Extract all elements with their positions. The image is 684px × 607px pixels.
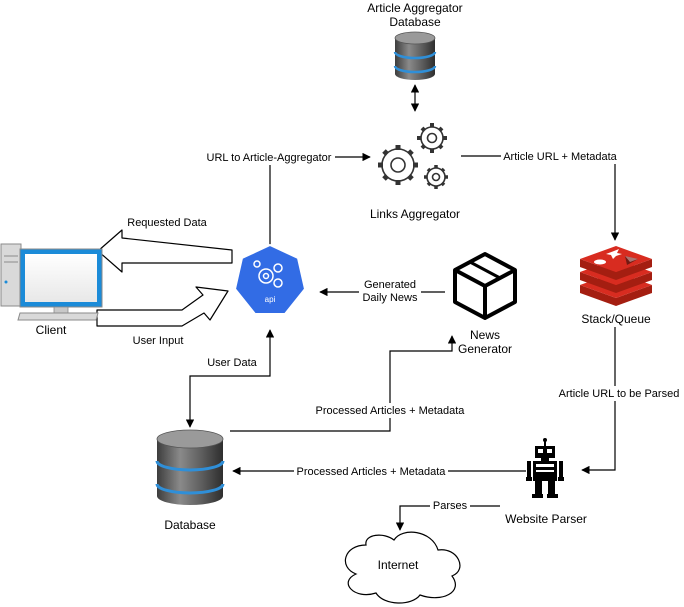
edge-label-generated-1: Generated bbox=[364, 279, 416, 291]
links-aggregator[interactable]: Links Aggregator bbox=[370, 123, 460, 221]
stack-queue-label: Stack/Queue bbox=[581, 312, 651, 326]
database-icon bbox=[393, 31, 437, 80]
client[interactable]: Client bbox=[0, 243, 103, 337]
article-db-label-2: Database bbox=[389, 15, 441, 29]
news-generator[interactable]: News Generator bbox=[453, 252, 517, 356]
website-parser[interactable]: Website Parser bbox=[505, 438, 587, 526]
edge-user-data bbox=[185, 329, 275, 428]
gears-icon bbox=[378, 123, 448, 189]
edge-processed-to-generator bbox=[230, 335, 457, 432]
client-label: Client bbox=[36, 323, 67, 337]
edge-label-generated-2: Daily News bbox=[362, 292, 418, 304]
database[interactable]: Database bbox=[155, 429, 225, 532]
requested-data-arrow bbox=[97, 229, 233, 273]
edge-label-url-to-aggregator: URL to Article-Aggregator bbox=[207, 152, 332, 164]
edge-label-user-input: User Input bbox=[133, 335, 184, 347]
database-label: Database bbox=[164, 518, 216, 532]
website-parser-label: Website Parser bbox=[505, 512, 587, 526]
edge-label-processed-to-db: Processed Articles + Metadata bbox=[297, 466, 447, 478]
edge-label-parses: Parses bbox=[433, 500, 468, 512]
article-aggregator-database[interactable]: Article Aggregator Database bbox=[367, 1, 463, 80]
news-generator-label-1: News bbox=[470, 328, 500, 342]
edges: URL to Article-Aggregator Article URL + … bbox=[96, 84, 681, 531]
news-generator-label-2: Generator bbox=[458, 342, 512, 356]
user-input-arrow bbox=[96, 286, 229, 327]
redis-icon bbox=[580, 246, 652, 306]
edge-url-to-aggregator bbox=[269, 152, 371, 245]
edge-label-processed-to-generator: Processed Articles + Metadata bbox=[316, 405, 466, 417]
internet[interactable]: Internet bbox=[344, 531, 461, 604]
edge-url-to-parse bbox=[581, 327, 616, 475]
links-aggregator-label: Links Aggregator bbox=[370, 207, 460, 221]
stack-queue[interactable]: Stack/Queue bbox=[580, 246, 652, 326]
edge-label-requested-data: Requested Data bbox=[127, 217, 207, 229]
api-label: api bbox=[265, 295, 276, 304]
package-box-icon bbox=[453, 252, 517, 320]
desktop-computer-icon bbox=[0, 243, 103, 321]
cloud-icon bbox=[344, 531, 461, 604]
edge-label-url-to-parse: Article URL to be Parsed bbox=[559, 388, 680, 400]
api-icon: api bbox=[234, 244, 306, 315]
database-icon bbox=[155, 429, 225, 505]
article-db-label-1: Article Aggregator bbox=[367, 1, 462, 15]
api-server[interactable]: api bbox=[234, 244, 306, 315]
internet-label: Internet bbox=[378, 558, 419, 572]
edge-label-article-url-metadata: Article URL + Metadata bbox=[503, 151, 617, 163]
edge-label-user-data: User Data bbox=[207, 357, 257, 369]
edge-article-url-metadata bbox=[461, 155, 620, 241]
robot-icon bbox=[526, 438, 564, 498]
